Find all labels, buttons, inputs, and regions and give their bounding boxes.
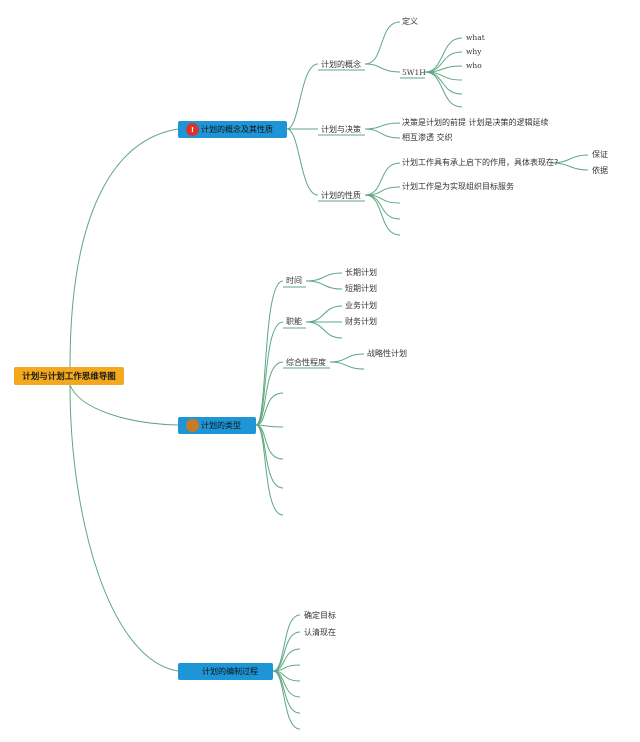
connector-time-short <box>305 280 343 290</box>
root-node[interactable]: 计划与计划工作思维导图 <box>14 367 124 385</box>
node-time[interactable]: 时间 <box>286 276 302 285</box>
connector-time-long <box>305 272 343 282</box>
connector-t3-goal <box>272 614 301 672</box>
node-concept[interactable]: 计划的概念 <box>321 60 361 69</box>
node-nature-item[interactable]: 计划工作具有承上启下的作用，具体表现在? <box>402 158 559 167</box>
connector-nature-item1 <box>364 162 401 196</box>
connector-t2-comprehensive <box>255 361 284 426</box>
connector-t1-concept <box>286 63 319 130</box>
connector-comprehensive-empty1 <box>329 361 365 370</box>
connector-t3-now <box>272 631 301 672</box>
connector-t2-empty5 <box>255 424 284 516</box>
topic-label: 计划的概念及其性质 <box>201 125 273 134</box>
connector-function-business <box>305 305 343 323</box>
node-set-goal[interactable]: 确定目标 <box>304 611 336 620</box>
node-definition[interactable]: 定义 <box>402 17 418 26</box>
node-basis[interactable]: 依据 <box>592 166 608 175</box>
node-nature[interactable]: 计划的性质 <box>321 191 361 200</box>
node-finance-plan[interactable]: 财务计划 <box>345 317 377 326</box>
node-guarantee[interactable]: 保证 <box>592 150 608 159</box>
node-5w1h[interactable]: 5W1H <box>402 68 426 77</box>
node-strategic-plan[interactable]: 战略性计划 <box>367 349 407 358</box>
topic-label: 计划的编制过程 <box>202 667 258 676</box>
exclamation-badge-icon: ! <box>186 123 199 136</box>
topic-types[interactable]: 计划的类型 <box>178 417 256 434</box>
node-function[interactable]: 职能 <box>286 317 302 326</box>
node-decision-item[interactable]: 决策是计划的前提 计划是决策的逻辑延续 <box>402 118 549 127</box>
connector-nature-empty3 <box>364 194 401 236</box>
node-long-term[interactable]: 长期计划 <box>345 268 377 277</box>
node-business-plan[interactable]: 业务计划 <box>345 301 377 310</box>
node-nature-item[interactable]: 计划工作是为实现组织目标服务 <box>402 182 514 191</box>
connector-decision-item2 <box>364 128 401 139</box>
connector-root-topic2 <box>69 384 179 426</box>
node-decision-item[interactable]: 相互渗透 交织 <box>402 133 453 142</box>
connector-t2-function <box>255 321 284 426</box>
topic-label: 计划的类型 <box>201 421 241 430</box>
connector-t3-empty4 <box>272 670 301 698</box>
root-label: 计划与计划工作思维导图 <box>22 372 116 382</box>
connector-t2-time <box>255 280 284 426</box>
node-who[interactable]: who <box>466 61 482 70</box>
connector-concept-5w1h <box>364 63 401 73</box>
node-why[interactable]: why <box>466 47 482 56</box>
connector-function-empty1 <box>305 321 343 339</box>
connector-t2-empty1 <box>255 392 284 426</box>
topic-concept-nature[interactable]: ! 计划的概念及其性质 <box>178 121 287 138</box>
connector-comprehensive-strategic <box>329 353 365 363</box>
connector-root-topic3 <box>69 384 179 672</box>
connector-t3-empty6 <box>272 670 301 730</box>
node-short-term[interactable]: 短期计划 <box>345 284 377 293</box>
node-comprehensive[interactable]: 综合性程度 <box>286 358 326 367</box>
brown-circle-badge-icon <box>186 419 199 432</box>
node-decision[interactable]: 计划与决策 <box>321 125 361 134</box>
connector-root-topic1 <box>69 128 179 368</box>
connector-5w1h-empty3 <box>424 71 463 108</box>
connector-concept-definition <box>364 21 401 65</box>
connector-t1-nature <box>286 128 319 196</box>
node-what[interactable]: what <box>466 33 485 42</box>
topic-process[interactable]: 计划的编制过程 <box>178 663 273 680</box>
connector-t2-empty4 <box>255 424 284 489</box>
node-assess-present[interactable]: 认清现在 <box>304 628 336 637</box>
connector-nature-empty2 <box>364 194 401 220</box>
connector-nature-item1-yi <box>551 162 589 171</box>
connector-5w1h-what <box>424 37 463 73</box>
connector-decision-item1 <box>364 122 401 130</box>
